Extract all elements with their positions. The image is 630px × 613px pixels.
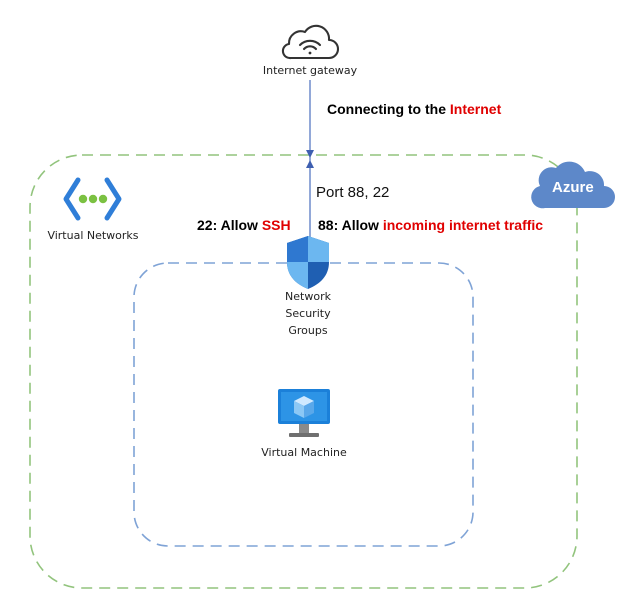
incoming-rule-annotation: 88: Allow incoming internet traffic xyxy=(318,217,543,233)
azure-cloud-icon xyxy=(531,161,615,209)
azure-label: Azure xyxy=(552,179,594,196)
internet-gateway-label: Internet gateway xyxy=(262,64,358,77)
nsg-label-line1: Network xyxy=(285,290,331,303)
virtual-machine-label: Virtual Machine xyxy=(261,446,347,459)
wifi-cloud-icon xyxy=(281,24,340,60)
incoming-highlight: incoming internet traffic xyxy=(382,217,544,233)
ssh-prefix: 22: Allow xyxy=(197,217,262,233)
ssh-highlight: SSH xyxy=(261,217,291,233)
connecting-annotation: Connecting to the Internet xyxy=(327,101,501,117)
arrowhead-up xyxy=(306,160,314,168)
nsg-label-line2: Security xyxy=(285,307,331,320)
shield-icon xyxy=(287,236,329,289)
arrowhead-down xyxy=(306,150,314,158)
nsg-label: Network Security Groups xyxy=(258,288,358,339)
connecting-highlight: Internet xyxy=(449,101,502,117)
monitor-cube-icon xyxy=(278,389,330,437)
incoming-prefix: 88: Allow xyxy=(318,217,383,233)
connecting-prefix: Connecting to the xyxy=(327,101,450,117)
virtual-network-icon xyxy=(63,177,122,221)
virtual-networks-label: Virtual Networks xyxy=(47,229,139,242)
ssh-rule-annotation: 22: Allow SSH xyxy=(197,217,291,233)
port-label: Port 88, 22 xyxy=(316,184,390,201)
nsg-label-line3: Groups xyxy=(288,324,328,337)
vnet-boundary xyxy=(29,154,578,589)
